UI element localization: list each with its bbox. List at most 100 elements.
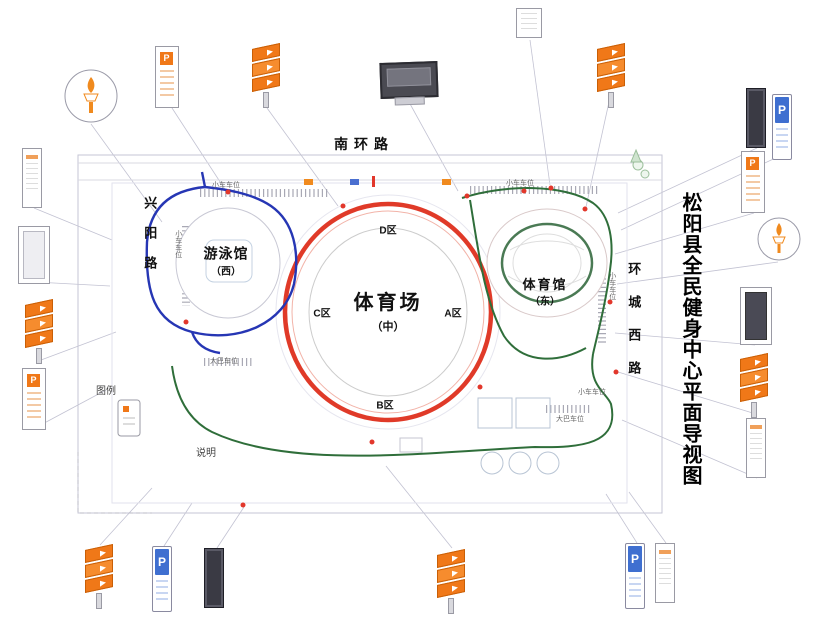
route-blue bbox=[145, 171, 298, 355]
stadium-track bbox=[275, 194, 501, 430]
arrow-icon bbox=[755, 372, 764, 381]
torch-emblem bbox=[757, 217, 801, 261]
arrow-icon bbox=[100, 578, 109, 587]
sign-pole bbox=[36, 348, 42, 364]
led-base bbox=[394, 96, 425, 106]
pool-label: 游泳馆 bbox=[203, 245, 249, 262]
parking-p-badge: P bbox=[628, 546, 642, 572]
sign-text-lines bbox=[776, 128, 788, 152]
directional-sign bbox=[737, 352, 773, 418]
arrow-icon bbox=[755, 357, 764, 366]
facility-buildings bbox=[399, 397, 560, 475]
parking-p-badge: P bbox=[27, 374, 40, 387]
parking-p-badge: P bbox=[746, 157, 759, 170]
parking-label: 小车车位 bbox=[174, 230, 182, 258]
sign-location-dots bbox=[183, 185, 619, 508]
sign-accent bbox=[659, 550, 671, 554]
gym-tag: （东） bbox=[530, 296, 560, 308]
arrow-icon bbox=[267, 47, 276, 56]
parking-sign-white: P bbox=[22, 368, 46, 430]
gym-label: 体育馆 bbox=[522, 276, 568, 292]
arrow-icon bbox=[267, 62, 276, 71]
directional-sign bbox=[22, 298, 58, 364]
legend-label: 图例 bbox=[96, 386, 116, 397]
road-label-east: 环城西路 bbox=[626, 262, 642, 394]
trees bbox=[630, 148, 650, 179]
torch-cup-icon bbox=[772, 236, 786, 244]
parking-p-badge: P bbox=[155, 549, 169, 575]
sign-text-lines bbox=[629, 577, 641, 601]
arrow-icon bbox=[755, 387, 764, 396]
notice-board bbox=[18, 226, 50, 284]
parking-totem-blue: P bbox=[152, 546, 172, 612]
directional-sign bbox=[594, 42, 630, 108]
sign-pole bbox=[448, 598, 454, 614]
sign-text-lines bbox=[659, 558, 671, 588]
led-screen bbox=[386, 67, 432, 87]
notice-screen bbox=[745, 292, 767, 340]
parking-totem-blue: P bbox=[772, 94, 792, 160]
arrow-icon bbox=[452, 583, 461, 592]
sign-text-lines bbox=[160, 70, 174, 98]
road-label-south: 南环路 bbox=[334, 136, 394, 152]
info-totem-white bbox=[746, 418, 766, 478]
zone-a-label: A区 bbox=[444, 308, 462, 320]
small-info-sign bbox=[516, 8, 542, 38]
arrow-icon bbox=[40, 318, 49, 327]
gymnasium-ring bbox=[486, 208, 608, 318]
directional-sign bbox=[434, 548, 470, 614]
parking-label: 大巴车位 bbox=[556, 416, 584, 423]
sign-pole bbox=[96, 593, 102, 609]
sign-pole bbox=[608, 92, 614, 108]
parking-sign-white: P bbox=[741, 151, 765, 213]
arrow-icon bbox=[452, 568, 461, 577]
site-boundary bbox=[77, 154, 663, 514]
arrow-icon bbox=[612, 77, 621, 86]
sign-text-lines bbox=[156, 580, 168, 604]
pool-tag: （西） bbox=[211, 266, 241, 278]
sign-text-lines bbox=[746, 175, 760, 203]
info-totem-dark bbox=[204, 548, 224, 608]
arrow-icon bbox=[267, 77, 276, 86]
parking-label: 小车车位 bbox=[608, 272, 616, 300]
notes-label: 说明 bbox=[196, 448, 216, 459]
arrow-icon bbox=[100, 563, 109, 572]
road-label-west: 兴阳路 bbox=[142, 196, 158, 286]
parking-totem-blue: P bbox=[625, 543, 645, 609]
zone-b-label: B区 bbox=[376, 400, 394, 412]
parking-p-badge: P bbox=[775, 97, 789, 123]
pool-outline bbox=[175, 207, 281, 319]
flame-icon bbox=[776, 223, 782, 236]
entrance-markers bbox=[304, 176, 451, 187]
directional-sign bbox=[82, 543, 118, 609]
legend-box bbox=[117, 399, 141, 437]
directional-sign bbox=[249, 42, 285, 108]
zone-d-label: D区 bbox=[379, 225, 397, 237]
zone-c-label: C区 bbox=[313, 308, 331, 320]
sign-text-lines bbox=[750, 433, 762, 463]
sign-pole bbox=[751, 402, 757, 418]
sign-text-lines bbox=[26, 163, 38, 193]
torch-cup-icon bbox=[83, 93, 99, 102]
torch-stem bbox=[777, 244, 781, 253]
stadium-label: 体育场 bbox=[353, 292, 423, 314]
arrow-icon bbox=[100, 548, 109, 557]
led-display-board bbox=[379, 60, 439, 106]
parking-label: 小车车位 bbox=[506, 180, 534, 187]
parking-sign-white: P bbox=[155, 46, 179, 108]
stadium-tag: （中） bbox=[371, 320, 405, 333]
parking-p-badge: P bbox=[160, 52, 173, 65]
notice-board bbox=[740, 287, 772, 345]
arrow-icon bbox=[40, 333, 49, 342]
info-totem-dark bbox=[746, 88, 766, 148]
sign-text-lines bbox=[27, 392, 41, 420]
arrow-icon bbox=[40, 303, 49, 312]
arrow-icon bbox=[452, 553, 461, 562]
page-title: 松阳县全民健身中心平面导视图 bbox=[679, 192, 701, 486]
torch-stem bbox=[89, 102, 93, 113]
callout-lines bbox=[33, 39, 785, 549]
sign-text-lines bbox=[521, 13, 537, 33]
arrow-icon bbox=[612, 47, 621, 56]
